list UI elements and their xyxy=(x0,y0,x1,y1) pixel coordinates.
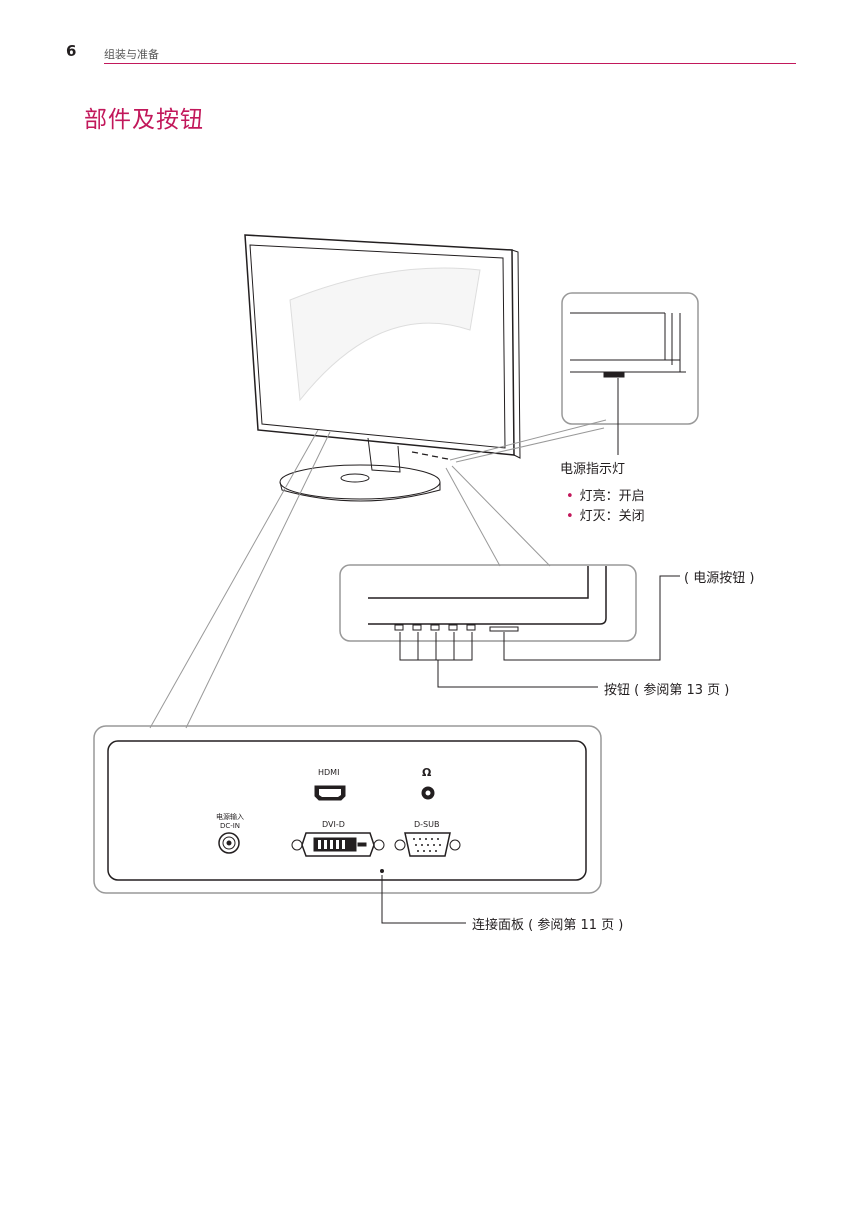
page-title: 部件及按钮 xyxy=(84,107,204,133)
dsub-port xyxy=(394,832,461,857)
power-button-label: ( 电源按钮 ) xyxy=(684,571,755,586)
power-led-label: 电源指示灯 xyxy=(560,462,626,477)
page-number: 6 xyxy=(66,42,77,60)
bullet-icon: • xyxy=(566,489,574,504)
headphone-icon: Ω xyxy=(422,766,432,779)
button-zoom xyxy=(339,564,637,642)
dsub-label: D-SUB xyxy=(414,820,440,829)
monitor-screen xyxy=(249,244,506,449)
dvi-port xyxy=(291,832,385,857)
monitor-neck xyxy=(367,437,401,473)
dvi-label: DVI-D xyxy=(322,820,345,829)
hdmi-label: HDMI xyxy=(318,768,340,777)
power-led-on: •灯亮：开启 xyxy=(566,489,645,504)
monitor-bezel xyxy=(244,234,515,456)
bullet-icon: • xyxy=(566,509,574,524)
power-led-off: •灯灭：关闭 xyxy=(566,509,645,524)
connection-panel-inner xyxy=(107,740,587,881)
dc-in-jack xyxy=(218,832,240,854)
connection-panel-outer xyxy=(93,725,602,894)
section-name: 组装与准备 xyxy=(104,48,159,61)
connection-panel-label: 连接面板 ( 参阅第 11 页 ) xyxy=(472,918,624,933)
buttons-label: 按钮 ( 参阅第 13 页 ) xyxy=(604,683,730,698)
power-led-zoom xyxy=(561,292,699,425)
dc-in-label: 电源输入 DC-IN xyxy=(216,813,244,830)
header-divider xyxy=(104,63,796,64)
